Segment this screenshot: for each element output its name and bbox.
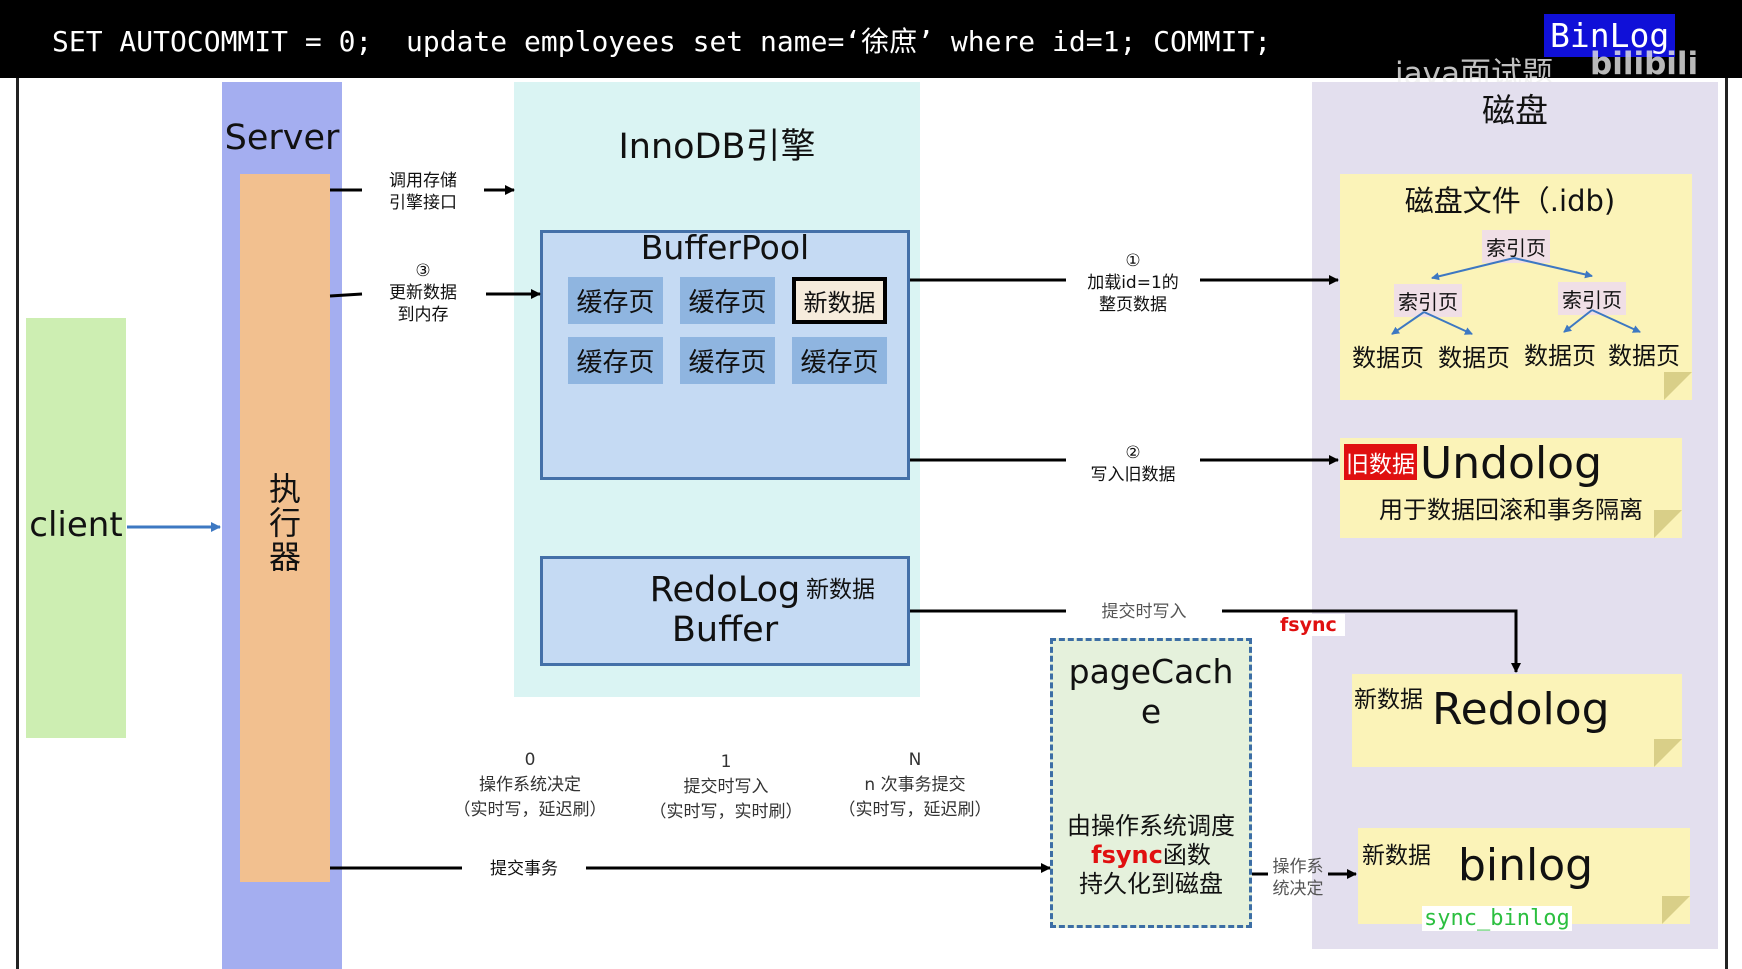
fsync-label: fsync [1278, 614, 1345, 636]
update-memory-label: 更新数据 到内存 [389, 283, 457, 325]
data-page: 数据页 [1438, 344, 1510, 372]
flush-policy-1: 1 提交时写入 （实时写，实时刷） [648, 752, 804, 822]
flush-policy-title: n 次事务提交 [864, 775, 966, 795]
undolog-description: 用于数据回滚和事务隔离 [1379, 496, 1643, 524]
innodb-label: InnoDB引擎 [618, 127, 816, 167]
load-page-num: ① [1125, 251, 1141, 271]
buffer-page: 缓存页 [792, 337, 887, 384]
load-page-label: 加载id=1的 整页数据 [1087, 273, 1179, 315]
idb-file-title: 磁盘文件（.idb) [1404, 184, 1616, 218]
data-page: 数据页 [1524, 342, 1596, 370]
executor-box [240, 174, 330, 882]
redolog-note [1352, 674, 1682, 767]
index-page-left: 索引页 [1394, 284, 1462, 317]
pagecache-desc-line1: 由操作系统调度 [1067, 812, 1235, 840]
flush-policy-value: N [908, 750, 922, 770]
index-page-right: 索引页 [1558, 282, 1626, 315]
update-memory-num: ③ [415, 261, 431, 281]
tree-edge [1563, 309, 1593, 333]
flush-policy-detail: （实时写，延迟刷） [838, 800, 992, 820]
update-memory-line [329, 292, 363, 298]
pagecache-box [1050, 638, 1252, 928]
redolog-buffer-box [540, 556, 910, 666]
redolog-new-data: 新数据 [1354, 687, 1423, 713]
data-page: 数据页 [1608, 342, 1680, 370]
call-engine-label: 调用存储 引擎接口 [389, 171, 457, 213]
os-decide-label: 操作系 统决定 [1272, 857, 1324, 899]
sync-binlog-param: sync_binlog [1422, 906, 1572, 931]
server-label: Server [224, 118, 340, 158]
binlog-title: binlog [1458, 840, 1594, 891]
disk-label: 磁盘 [1482, 91, 1548, 130]
bufferpool-label: BufferPool [640, 228, 810, 267]
tree-edge [1591, 309, 1641, 333]
buffer-page: 缓存页 [680, 337, 775, 384]
buffer-page-new-data: 新数据 [792, 277, 887, 324]
write-old-num: ② [1125, 443, 1141, 463]
pagecache-title: pageCach e [1068, 652, 1234, 731]
tree-edge [1431, 257, 1515, 281]
bilibili-logo: bilibili [1590, 46, 1699, 82]
client-box [26, 318, 126, 738]
tree-edge [1513, 257, 1593, 279]
undolog-old-data-badge: 旧数据 [1344, 444, 1417, 480]
slide-frame [16, 78, 1728, 969]
write-old-label: 写入旧数据 [1090, 465, 1176, 485]
undolog-title: Undolog [1420, 438, 1603, 489]
fsync-function-word: 函数 [1162, 841, 1211, 869]
sql-header-bar [0, 0, 1742, 78]
flush-policy-title: 提交时写入 [683, 777, 769, 797]
commit-write-label: 提交时写入 [1101, 602, 1187, 622]
pagecache-description: 由操作系统调度 fsync函数 持久化到磁盘 [1050, 812, 1252, 899]
flush-policy-value: 1 [720, 752, 732, 772]
buffer-page: 缓存页 [568, 337, 663, 384]
flush-policy-detail: （实时写，实时刷） [649, 802, 803, 822]
binlog-new-data: 新数据 [1362, 843, 1431, 869]
binlog-tag: BinLog [1544, 14, 1676, 57]
commit-write-arrow [1222, 609, 1521, 673]
tree-edge [1391, 311, 1425, 335]
executor-label: 执 行 器 [268, 470, 301, 576]
flush-policy-n: N n 次事务提交 （实时写，延迟刷） [834, 750, 996, 820]
flush-policy-detail: （实时写，延迟刷） [453, 800, 607, 820]
client-label: client [29, 505, 123, 545]
flush-policy-0: 0 操作系统决定 （实时写，延迟刷） [452, 750, 608, 820]
fsync-keyword: fsync [1091, 841, 1163, 869]
sql-statement: SET AUTOCOMMIT = 0; update employees set… [52, 25, 1272, 58]
pagecache-desc-line3: 持久化到磁盘 [1079, 870, 1223, 898]
flush-policy-title: 操作系统决定 [479, 775, 581, 795]
redolog-buffer-label: RedoLog Buffer [649, 570, 801, 650]
buffer-page: 缓存页 [680, 277, 775, 324]
commit-tx-label: 提交事务 [490, 859, 558, 879]
tree-edge [1423, 311, 1473, 335]
buffer-page: 缓存页 [568, 277, 663, 324]
redolog-buffer-new-data: 新数据 [806, 577, 875, 603]
data-page: 数据页 [1352, 344, 1424, 372]
redolog-title: Redolog [1432, 684, 1610, 735]
pagecache-desc-line2: fsync函数 [1050, 841, 1252, 870]
flush-policy-value: 0 [524, 750, 536, 770]
